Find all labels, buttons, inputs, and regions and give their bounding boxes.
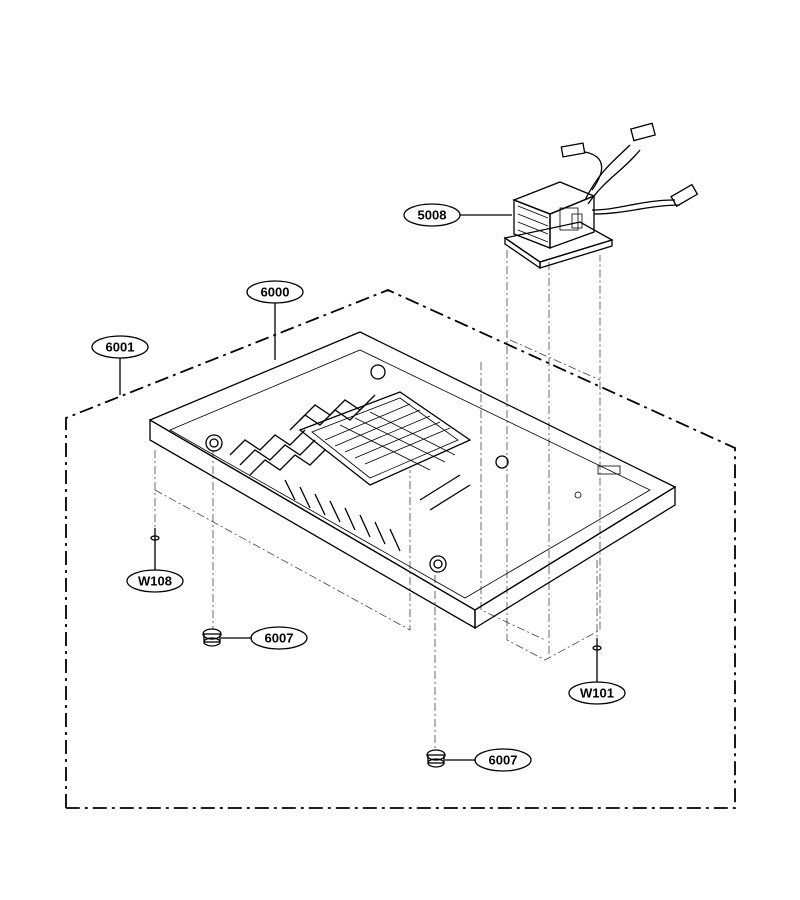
svg-text:6007: 6007: [265, 631, 294, 646]
svg-text:6007: 6007: [489, 753, 518, 768]
assembly-boundary: [65, 289, 736, 809]
screw-w108: [150, 528, 160, 545]
foot-upper: [202, 628, 222, 647]
base-plate-6000: [148, 331, 677, 630]
callout-6000: 6000: [246, 280, 304, 304]
leader-lines: [119, 214, 598, 761]
callout-6007-upper: 6007: [250, 626, 308, 650]
zigzag-ribs: [229, 394, 376, 476]
svg-text:5008: 5008: [418, 208, 447, 223]
svg-text:6001: 6001: [106, 340, 135, 355]
callout-6001: 6001: [91, 335, 149, 359]
svg-text:W101: W101: [580, 686, 614, 701]
transformer-5008: [503, 122, 699, 270]
slots: [284, 474, 471, 552]
screw-w101: [592, 638, 602, 655]
svg-text:6000: 6000: [261, 285, 290, 300]
foot-lower: [426, 749, 446, 768]
svg-text:W108: W108: [138, 574, 172, 589]
phantom-guide-lines: [154, 250, 601, 750]
callout-w108: W108: [126, 569, 184, 593]
callout-w101: W101: [568, 681, 626, 705]
vent-holes: [324, 403, 456, 471]
callout-5008: 5008: [403, 203, 461, 227]
callout-6007-lower: 6007: [474, 748, 532, 772]
